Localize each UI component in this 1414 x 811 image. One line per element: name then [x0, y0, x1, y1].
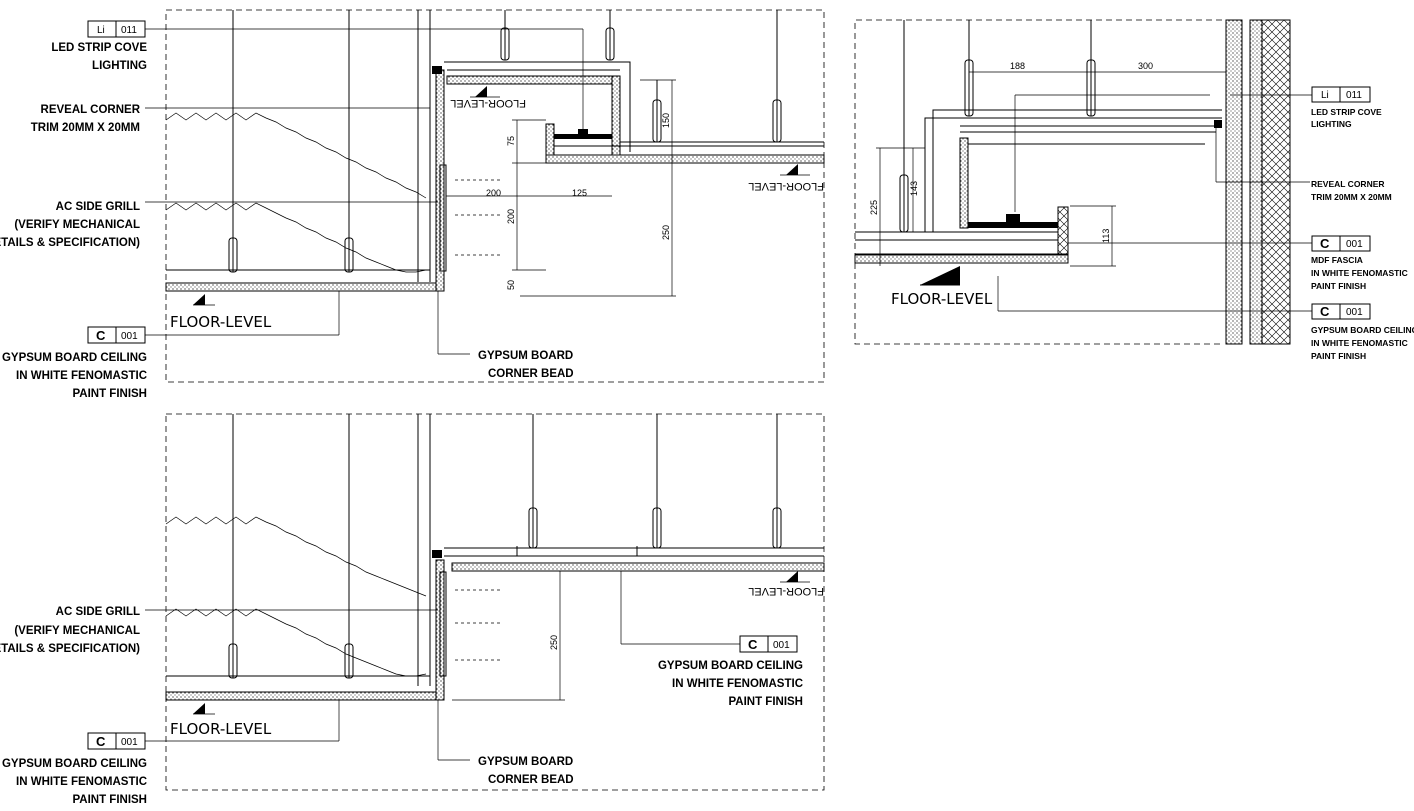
label-line: DETAILS & SPECIFICATION)	[0, 643, 140, 655]
tag-code: 001	[121, 331, 138, 342]
dim-113: 113	[1101, 229, 1111, 243]
tag-code: 011	[1346, 90, 1362, 101]
dim-225: 225	[869, 200, 879, 215]
label-line: GYPSUM BOARD CEILING	[2, 758, 147, 770]
tag-prefix: C	[96, 328, 106, 343]
label-line: CORNER BEAD	[488, 368, 574, 380]
label-line: TRIM 20MM X 20MM	[31, 122, 140, 134]
label-line: LED STRIP COVE	[51, 42, 147, 54]
tag-code: 001	[1346, 239, 1363, 250]
label-line: PAINT FINISH	[72, 388, 147, 400]
dim-188: 188	[1010, 61, 1025, 71]
tag-prefix: C	[96, 734, 106, 749]
label-line: PAINT FINISH	[728, 696, 803, 708]
label-line: LED STRIP COVE	[1311, 107, 1382, 117]
floor-level-label-inverted: FLOOR-LEVEL	[748, 585, 824, 597]
dim-150: 150	[661, 113, 671, 128]
label-line: REVEAL CORNER	[41, 104, 141, 116]
label-line: PAINT FINISH	[1311, 351, 1366, 361]
label-line: (VERIFY MECHANICAL	[14, 219, 140, 231]
tag-code: 001	[773, 640, 790, 651]
label-line: IN WHITE FENOMASTIC	[1311, 268, 1408, 278]
dim-200-vertical: 200	[506, 209, 516, 224]
floor-level-label: FLOOR-LEVEL	[891, 290, 993, 308]
dim-143: 143	[909, 181, 919, 196]
label-line: IN WHITE FENOMASTIC	[16, 776, 147, 788]
label-line: IN WHITE FENOMASTIC	[16, 370, 147, 382]
label-line: GYPSUM BOARD CEILING	[2, 352, 147, 364]
floor-level-label-inverted: FLOOR-LEVEL	[450, 97, 526, 109]
label-line: DETAILS & SPECIFICATION)	[0, 237, 140, 249]
dim-250: 250	[661, 225, 671, 240]
detail-2: FLOOR-LEVEL 188 300 143 225 113	[854, 19, 1414, 361]
label-line: LIGHTING	[92, 60, 147, 72]
tag-code: 001	[1346, 307, 1363, 318]
dim-300: 300	[1138, 61, 1153, 71]
detail-3: 250 FLOOR-LEVEL FLOOR-LEVEL C 001 C 001 …	[0, 413, 825, 806]
dim-50: 50	[506, 280, 516, 290]
label-line: (VERIFY MECHANICAL	[14, 625, 140, 637]
tag-prefix: C	[1320, 236, 1330, 251]
label-line: AC SIDE GRILL	[56, 201, 140, 213]
label-line: MDF FASCIA	[1311, 255, 1363, 265]
floor-level-label-inverted: FLOOR-LEVEL	[748, 180, 824, 192]
floor-level-label: FLOOR-LEVEL	[170, 313, 272, 331]
tag-prefix: Li	[1321, 90, 1329, 101]
label-line: AC SIDE GRILL	[56, 606, 140, 618]
label-line: GYPSUM BOARD	[478, 350, 573, 362]
tag-code: 001	[121, 737, 138, 748]
label-line: GYPSUM BOARD	[478, 756, 573, 768]
label-line: TRIM 20MM X 20MM	[1311, 192, 1392, 202]
label-line: REVEAL CORNER	[1311, 179, 1385, 189]
floor-level-label: FLOOR-LEVEL	[170, 720, 272, 738]
detail-1: 75 200 200 125 250 50 150 FLOOR-LEVEL FL…	[0, 9, 825, 400]
label-line: CORNER BEAD	[488, 774, 574, 786]
label-line: IN WHITE FENOMASTIC	[672, 678, 803, 690]
tag-code: 011	[121, 25, 137, 36]
tag-prefix: C	[748, 637, 758, 652]
dim-250: 250	[549, 635, 559, 650]
label-line: PAINT FINISH	[1311, 281, 1366, 291]
dim-75: 75	[506, 136, 516, 146]
tag-prefix: Li	[97, 25, 105, 36]
label-line: LIGHTING	[1311, 119, 1352, 129]
dim-125: 125	[572, 188, 587, 198]
label-line: PAINT FINISH	[72, 794, 147, 806]
dim-200-horizontal: 200	[486, 188, 501, 198]
tag-prefix: C	[1320, 304, 1330, 319]
label-line: GYPSUM BOARD CEILING	[658, 660, 803, 672]
label-line: IN WHITE FENOMASTIC	[1311, 338, 1408, 348]
label-line: GYPSUM BOARD CEILING	[1311, 325, 1414, 335]
